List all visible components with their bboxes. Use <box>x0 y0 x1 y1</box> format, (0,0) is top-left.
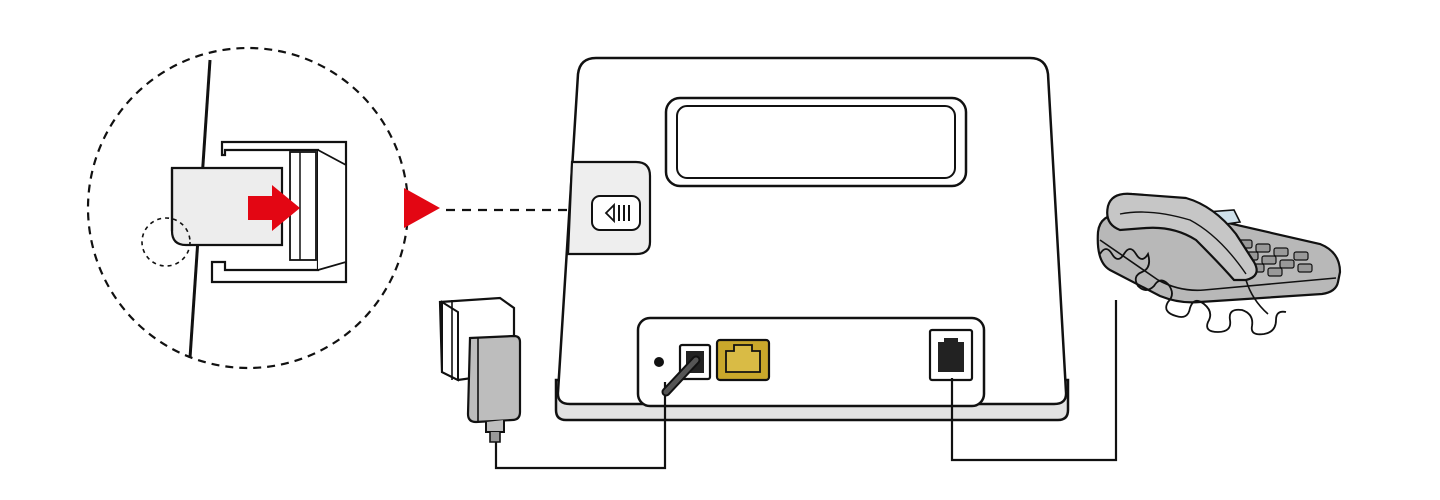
sim-insert-detail <box>86 46 410 370</box>
coiled-cord <box>1099 248 1287 336</box>
lan-port <box>715 338 771 382</box>
power-cable <box>494 382 667 470</box>
phone-port <box>928 328 974 382</box>
arrow-right-icon <box>248 185 300 231</box>
sim-corner-highlight <box>141 217 191 267</box>
keypad <box>1237 239 1313 277</box>
triangle-pointer-icon <box>404 188 440 228</box>
sim-slot-icon <box>591 195 641 231</box>
router <box>554 56 1070 422</box>
power-plug <box>663 357 699 395</box>
reset-button <box>654 357 664 367</box>
sim-slot-tray <box>210 140 348 284</box>
phone-cable <box>950 300 1118 462</box>
telephone-icon <box>1096 192 1342 336</box>
power-adapter-icon <box>438 296 522 443</box>
sim-card <box>170 166 284 247</box>
